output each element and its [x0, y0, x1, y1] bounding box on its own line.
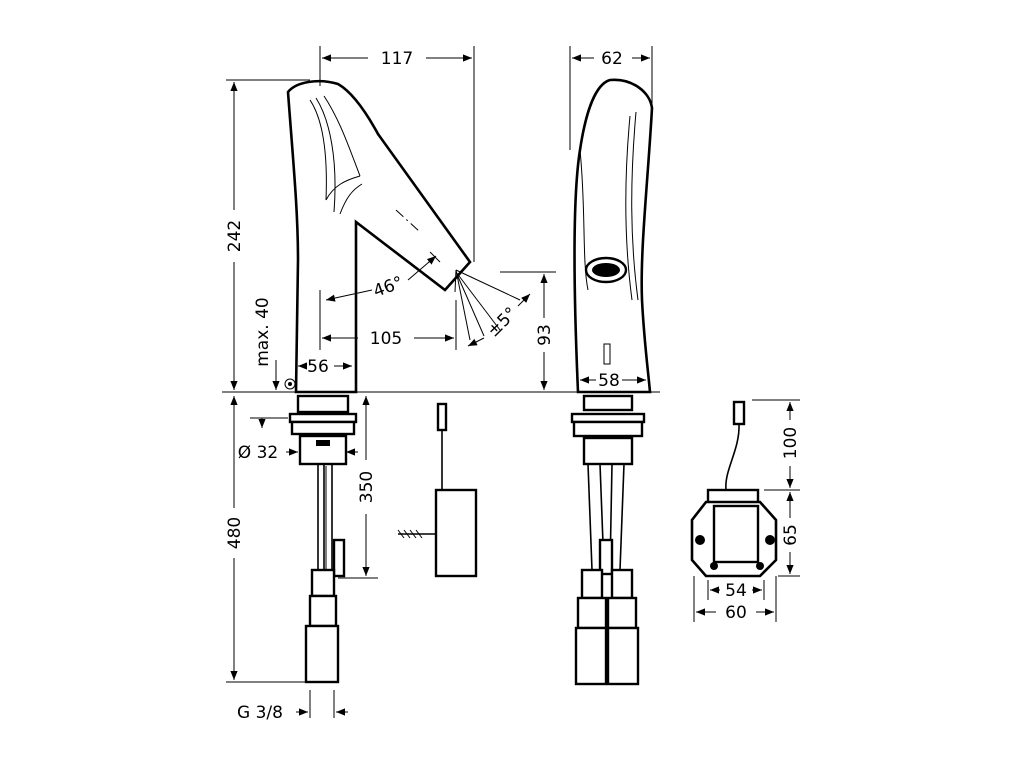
dim-spout-tolerance: ±5°	[484, 304, 522, 342]
control-box-side	[397, 402, 478, 578]
dim-box-outer-width: 60	[725, 603, 747, 623]
dim-box-inner-width: 54	[725, 581, 747, 601]
dim-shank-length: 350	[357, 471, 377, 503]
dim-thread: G 3/8	[237, 703, 283, 723]
side-view-shank	[570, 394, 646, 686]
dim-max-clearance: max. 40	[253, 297, 273, 366]
front-view-faucet	[284, 79, 521, 394]
front-view-shank	[288, 394, 358, 684]
dimension-lines	[222, 46, 800, 718]
dim-hole-diameter: Ø 32	[238, 443, 278, 463]
side-view-faucet	[573, 78, 654, 394]
dim-height-total: 242	[225, 220, 245, 252]
dim-box-height: 65	[781, 524, 801, 546]
dim-spout-reach: 105	[370, 329, 402, 349]
dim-base-depth: 58	[598, 371, 620, 391]
dim-hose-length: 480	[225, 517, 245, 549]
dim-base-width: 56	[307, 357, 329, 377]
dim-spout-angle: 46°	[371, 273, 406, 302]
control-box-front	[690, 400, 778, 578]
dim-depth-top: 62	[601, 49, 623, 69]
dim-spout-height: 93	[535, 324, 555, 346]
dim-box-cable: 100	[781, 427, 801, 459]
dim-width-top: 117	[381, 49, 413, 69]
